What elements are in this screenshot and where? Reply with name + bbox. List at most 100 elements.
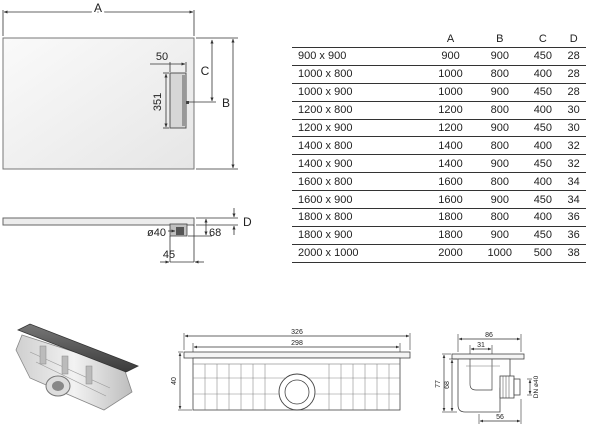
dimension-c: C [187,39,216,103]
dimension-68: 68 [188,218,221,239]
table-cell: 400 [524,172,562,191]
table-cell: 800 [475,208,525,227]
dimension-d40: ø40 [147,227,176,239]
table-cell: 28 [561,64,586,84]
table-cell: 1200 [425,118,476,137]
table-cell: 900 [475,154,525,173]
tray-top-view [2,37,195,170]
table-row: 1400 x 800 1400 800 400 32 [292,136,586,155]
table-cell: 1600 x 900 [292,190,426,209]
table-cell: 400 [524,208,562,227]
table-cell: 400 [524,100,562,120]
table-row: 1800 x 800 1800 800 400 36 [292,208,586,227]
label-40: 40 [171,377,178,385]
label-326: 326 [291,329,303,336]
table-cell: 1600 [425,172,476,191]
table-cell: 34 [561,190,586,209]
tray-side-profile [2,217,195,226]
drain-section-view: 86 31 77 68 DN ø40 [435,332,540,424]
table-cell: 1400 x 800 [292,136,426,155]
table-cell: 450 [524,82,562,102]
table-row: 900 x 900 900 900 450 28 [292,47,586,66]
table-row: 1000 x 800 1000 800 400 28 [292,64,586,84]
dimension-d: D [196,208,252,235]
tray-side-view [2,217,195,262]
table-cell: 450 [524,154,562,173]
label-c: C [201,64,210,78]
table-cell: 1800 [425,208,476,227]
table-cell: 900 [475,47,525,66]
table-cell: 900 [425,47,476,66]
table-cell: 32 [561,136,586,155]
table-row: 2000 x 1000 2000 1000 500 38 [292,243,586,263]
label-b: B [222,96,230,110]
label-298: 298 [291,340,303,347]
label-86: 86 [485,332,493,339]
table-cell: 450 [524,190,562,209]
section-outlet [499,375,515,399]
table-cell: 1000 [425,64,476,84]
table-cell: 1800 [425,225,476,245]
dimension-a: A [2,0,195,36]
table-row: 1000 x 900 1000 900 450 28 [292,82,586,102]
table-cell: 500 [524,243,562,263]
drain-slot [182,75,186,126]
tray-top-surface [2,37,195,170]
table-cell: 1200 x 800 [292,100,426,120]
table-cell: 900 [475,82,525,102]
table-cell: 1200 [425,100,476,120]
table-cell: 1200 x 900 [292,118,426,137]
table-header: C [538,33,547,45]
drain-flange [183,351,411,359]
table-row: 1600 x 900 1600 900 450 34 [292,190,586,209]
table-row: 1800 x 900 1800 900 450 36 [292,225,586,245]
drain-3d-render [15,323,139,411]
outlet-opening-3d [52,381,64,391]
table-row: 1400 x 900 1400 900 450 32 [292,154,586,173]
table-row: 1600 x 800 1600 800 400 34 [292,172,586,191]
table-cell: 2000 x 1000 [292,243,426,263]
table-cell: 28 [561,82,586,102]
table-cell: 900 x 900 [292,47,426,66]
table-cell: 38 [561,243,586,263]
label-77: 77 [435,380,442,388]
outlet-pipe-side [176,227,184,235]
table-cell: 34 [561,172,586,191]
table-cell: 400 [524,64,562,84]
table-cell: 900 [475,225,525,245]
dimension-50: 50 [150,51,187,72]
table-cell: 900 [475,190,525,209]
table-cell: 450 [524,225,562,245]
label-a: A [94,1,102,15]
table-cell: 1000 [475,243,525,263]
table-header-row: A B C D [292,31,586,48]
dimension-45: 45 [160,249,204,264]
table-cell: 32 [561,154,586,173]
table-cell: 30 [561,118,586,137]
label-section-68: 68 [444,381,451,389]
table-cell: 800 [475,136,525,155]
drain-grate [17,323,139,373]
table-cell: 800 [475,172,525,191]
dimension-b: B [196,37,238,170]
table-cell: 800 [475,100,525,120]
table-cell: 36 [561,208,586,227]
section-flange [451,353,525,360]
label-50: 50 [156,51,168,63]
dimension-table: A B C D 900 x 900 900 900 450 28 1000 x … [292,31,586,263]
label-31: 31 [477,342,485,349]
dimension-351: 351 [152,72,169,129]
label-d: D [243,215,252,229]
label-68: 68 [209,227,221,239]
table-cell: 1400 [425,136,476,155]
table-cell: 1000 x 900 [292,82,426,102]
label-d40: ø40 [147,227,166,239]
table-cell: 1400 x 900 [292,154,426,173]
drain-outlet-mark [186,101,189,104]
table-cell: 800 [475,64,525,84]
table-header: D [569,33,578,45]
table-row: 1200 x 900 1200 900 450 30 [292,118,586,137]
table-cell: 36 [561,225,586,245]
section-outlet-cap [513,378,521,396]
